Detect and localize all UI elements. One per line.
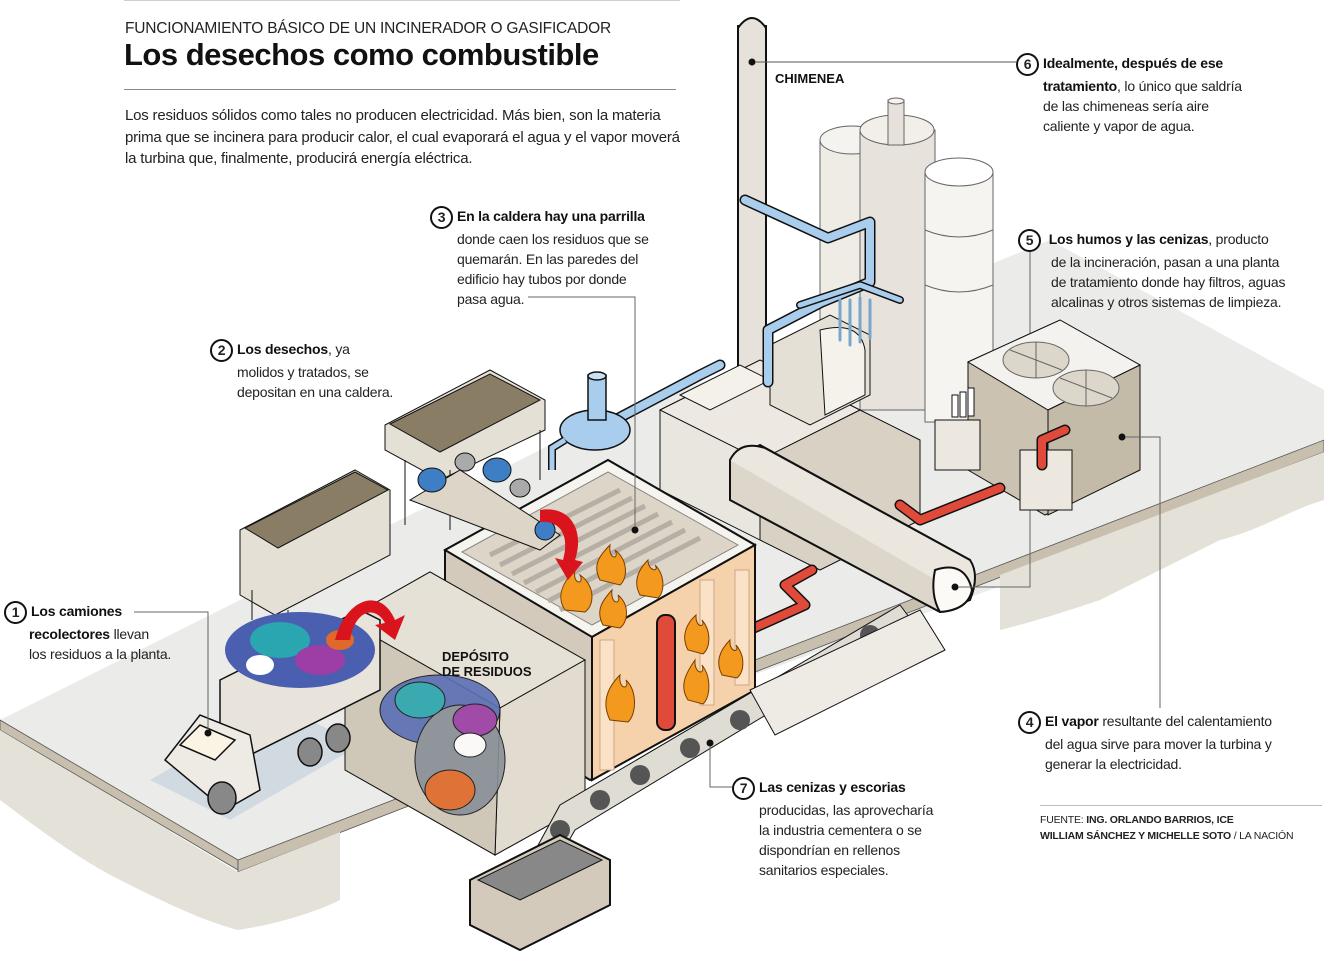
- kicker: FUNCIONAMIENTO BÁSICO DE UN INCINERADOR …: [125, 20, 612, 37]
- truck-marker: [204, 729, 212, 737]
- arrow-truck-to-pit: [335, 600, 405, 640]
- hot-pipes: [739, 424, 1071, 638]
- callout-3-text: donde caen los residuos que se: [457, 231, 649, 247]
- title-divider: [124, 89, 676, 90]
- callout-3-text4: pasa agua.: [457, 291, 525, 307]
- callout-7-text4: sanitarios especiales.: [759, 862, 889, 878]
- callout-4-text2: del agua sirve para mover la turbina y: [1045, 736, 1272, 752]
- ash-marker: [706, 739, 714, 747]
- deposit-label-line2: DE RESIDUOS: [442, 664, 532, 679]
- page-title: Los desechos como combustible: [124, 37, 599, 72]
- intro-paragraph: Los residuos sólidos como tales no produ…: [125, 107, 680, 167]
- chimney-label: CHIMENEA: [775, 71, 845, 86]
- callout-7-text3: dispondrían en rellenos: [759, 842, 900, 858]
- callout-5-text3: de tratamiento donde hay filtros, aguas: [1051, 274, 1286, 290]
- callout-6-text: , lo único que saldría: [1117, 78, 1242, 94]
- callout-3-text2: quemarán. En las paredes del: [457, 251, 639, 267]
- source-line2: WILLIAM SÁNCHEZ Y MICHELLE SOTO: [1040, 830, 1231, 842]
- source-prefix: FUENTE:: [1040, 814, 1087, 826]
- flames: [560, 543, 744, 723]
- callout-5-text: , producto: [1208, 231, 1269, 247]
- callout-7-bold: Las cenizas y escorias: [759, 779, 906, 795]
- steam-pipes: [609, 194, 904, 426]
- chimney-marker: [748, 58, 756, 66]
- callout-7-text2: la industria cementera o se: [759, 822, 922, 838]
- callout-4-text: resultante del calentamiento: [1098, 713, 1272, 729]
- callout-5: 5 Los humos y las cenizas, producto de l…: [1018, 229, 1285, 312]
- callout-6-bold2: tratamiento: [1043, 78, 1118, 94]
- steam-drum: [548, 371, 631, 470]
- garbage-truck: [134, 609, 381, 815]
- callout-7-text: producidas, las aprovecharía: [759, 802, 934, 818]
- step-number-5: 5: [1018, 229, 1041, 252]
- deposit-label-line1: DEPÓSITO: [442, 649, 509, 664]
- callout-5-text4: alcalinas y otros sistemas de limpieza.: [1051, 294, 1282, 310]
- treatment-unit: [934, 319, 1161, 708]
- step-number-7: 7: [732, 777, 755, 800]
- callout-1-text2: los residuos a la planta.: [29, 646, 172, 662]
- generator: [729, 252, 1031, 614]
- step-number-3: 3: [430, 206, 453, 229]
- step-number-4: 4: [1018, 711, 1041, 734]
- arrow-into-boiler: [540, 509, 583, 580]
- callout-6-bold: Idealmente, después de ese: [1043, 55, 1223, 71]
- callout-6-text2: de las chimeneas sería aire: [1043, 98, 1209, 114]
- callout-5-text2: de la incineración, pasan a una planta: [1051, 254, 1280, 270]
- callout-4-text3: generar la electricidad.: [1045, 756, 1182, 772]
- top-rule: [124, 0, 680, 1]
- grate-marker: [631, 526, 639, 534]
- callout-2-bold: Los desechos: [237, 341, 328, 357]
- hoppers: [239, 369, 561, 620]
- callout-3-bold: En la caldera hay una parrilla: [457, 208, 645, 224]
- deposit-label: DEPÓSITO DE RESIDUOS: [442, 649, 532, 679]
- source-publisher: / LA NACIÓN: [1230, 830, 1294, 842]
- callout-4-bold: El vapor: [1045, 713, 1099, 729]
- treatment-marker: [1118, 433, 1126, 441]
- callout-5-bold: Los humos y las cenizas: [1048, 231, 1209, 247]
- callout-2-text: , ya: [327, 341, 350, 357]
- step-number-2: 2: [210, 339, 233, 362]
- source-divider: [1040, 805, 1322, 806]
- flow-arrows: [335, 509, 583, 640]
- callout-1-bold2: recolectores: [29, 626, 110, 642]
- ash-conveyor: [469, 604, 946, 952]
- callout-1-text: llevan: [109, 626, 150, 642]
- callout-3-text3: edificio hay tubos por donde: [457, 271, 627, 287]
- callout-2-text2: molidos y tratados, se: [237, 364, 369, 380]
- generator-marker: [951, 583, 959, 591]
- hot-tube: [656, 614, 676, 731]
- deposit-pit: [343, 571, 587, 856]
- step-number-6: 6: [1016, 53, 1039, 76]
- source-credit: FUENTE: ING. ORLANDO BARRIOS, ICE WILLIA…: [1040, 812, 1294, 844]
- callout-1-bold: Los camiones: [31, 603, 122, 619]
- callout-6-text3: caliente y vapor de agua.: [1043, 118, 1195, 134]
- waste-pile: [379, 674, 506, 816]
- step-number-1: 1: [4, 601, 27, 624]
- source-line1: ING. ORLANDO BARRIOS, ICE: [1086, 814, 1234, 826]
- callout-2-text3: depositan en una caldera.: [237, 384, 394, 400]
